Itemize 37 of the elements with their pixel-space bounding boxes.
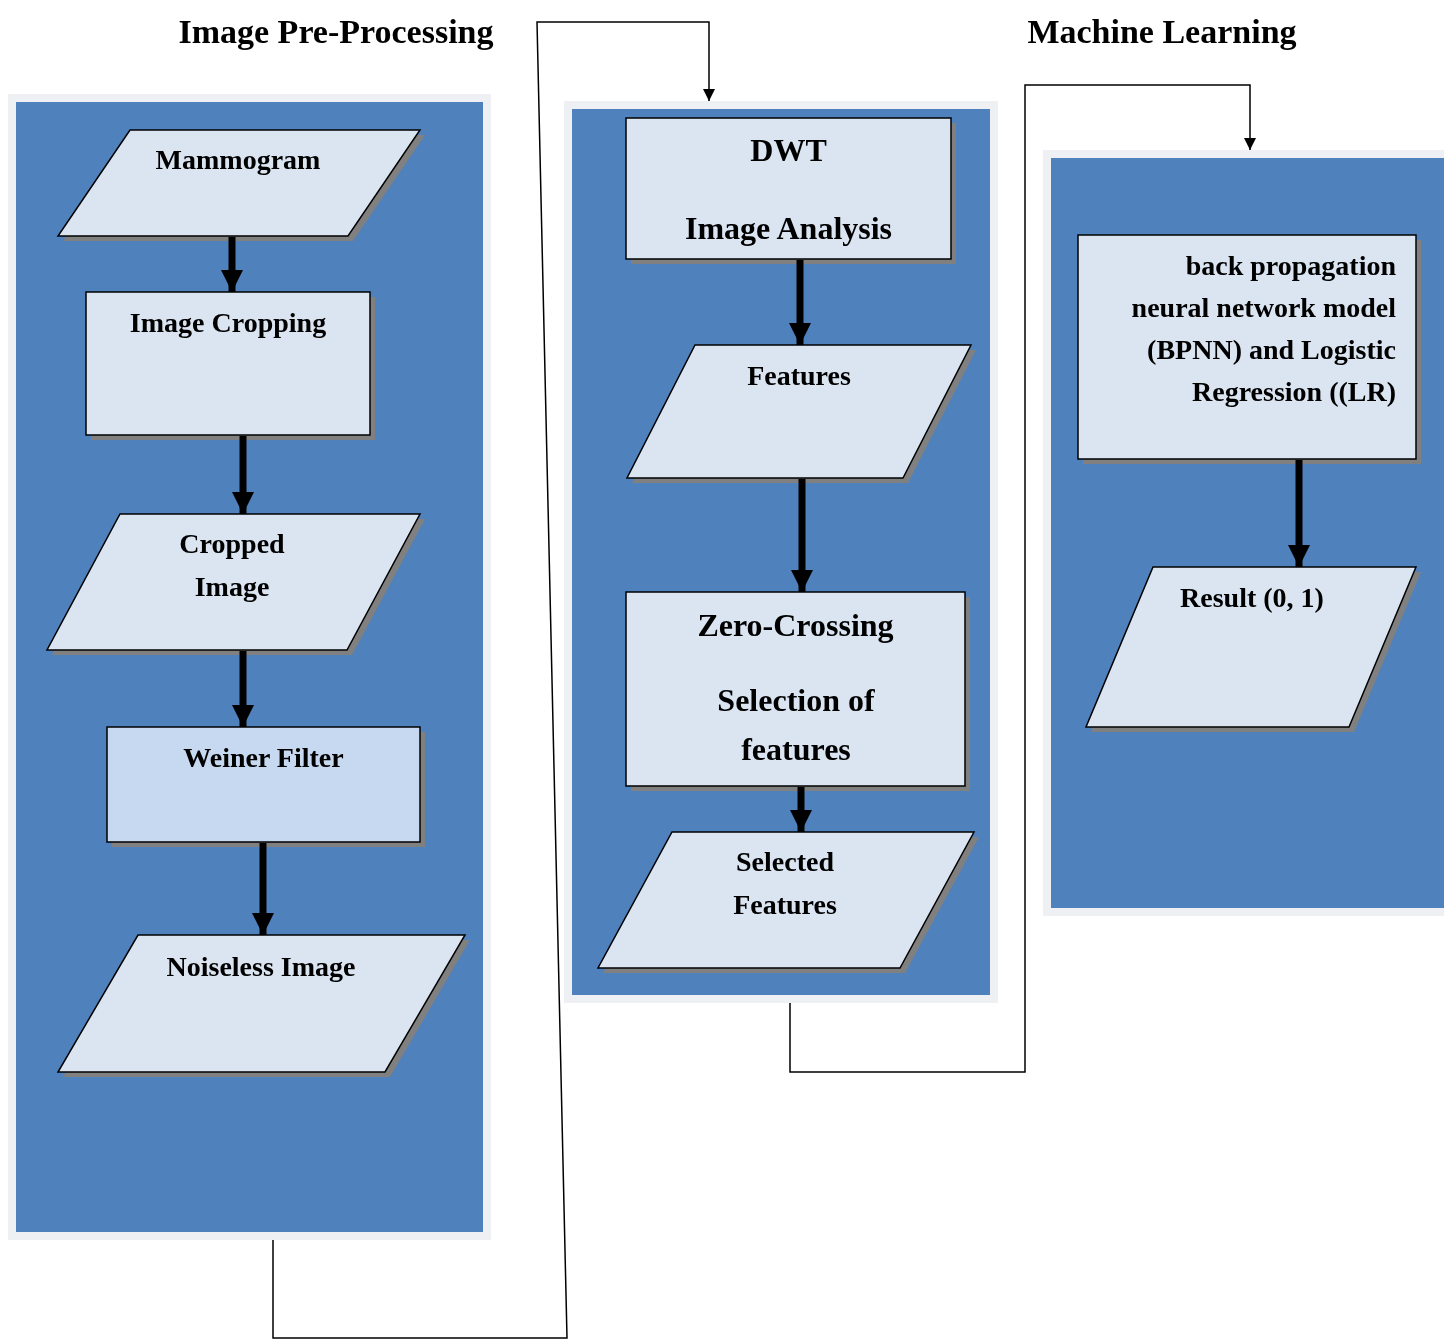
node-label: Zero-Crossing <box>696 606 895 645</box>
data-parallelogram <box>47 514 425 655</box>
section-heading: Machine Learning <box>1026 12 1298 52</box>
process-box <box>107 727 425 847</box>
arrow <box>791 479 813 592</box>
arrow <box>252 843 274 935</box>
node-label: Selected Features <box>732 845 838 922</box>
process-box <box>86 292 375 440</box>
node-label: Image Cropping <box>128 306 328 340</box>
node-label: Cropped Image <box>178 527 286 604</box>
node-label: back propagation neural network model (BPNN) and Logistic Regression ((LR) <box>1130 249 1396 409</box>
arrow <box>789 260 811 345</box>
node-label: Mammogram <box>154 143 322 177</box>
process-box <box>626 118 956 264</box>
arrow <box>790 787 812 832</box>
arrow <box>272 21 715 1339</box>
section-heading: Image Pre-Processing <box>177 12 495 52</box>
process-box <box>626 592 970 791</box>
arrow <box>1288 460 1310 567</box>
node-label: Result (0, 1) <box>1179 581 1325 615</box>
node-label: Selection of features <box>716 681 876 769</box>
arrow <box>232 651 254 727</box>
node-label: DWT <box>749 131 828 170</box>
arrow <box>232 436 254 514</box>
process-box <box>1078 235 1421 464</box>
data-parallelogram <box>58 935 470 1077</box>
node-label: Weiner Filter <box>182 741 345 775</box>
data-parallelogram <box>627 345 976 483</box>
data-parallelogram <box>1086 567 1421 732</box>
node-label: Features <box>746 359 852 393</box>
arrow <box>221 237 243 292</box>
node-label: Noiseless Image <box>165 950 357 984</box>
data-parallelogram <box>58 130 425 241</box>
arrow <box>789 84 1256 1073</box>
panel-background <box>564 101 998 1003</box>
data-parallelogram <box>598 832 979 973</box>
node-label: Image Analysis <box>683 209 894 248</box>
